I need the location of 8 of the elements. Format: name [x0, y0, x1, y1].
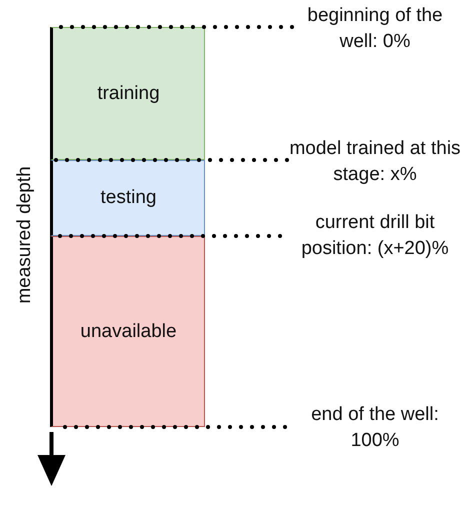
axis-label: measured depth: [13, 165, 36, 306]
stage-block: testing: [50, 160, 205, 236]
stage-block: training: [50, 27, 205, 160]
depth-note: beginning of the well: 0%: [292, 3, 458, 55]
depth-note: model trained at this stage: x%: [287, 136, 463, 188]
stage-block: unavailable: [50, 236, 205, 427]
depth-note: current drill bit position: (x+20)%: [280, 210, 470, 262]
depth-note: end of the well: 100%: [285, 402, 465, 454]
